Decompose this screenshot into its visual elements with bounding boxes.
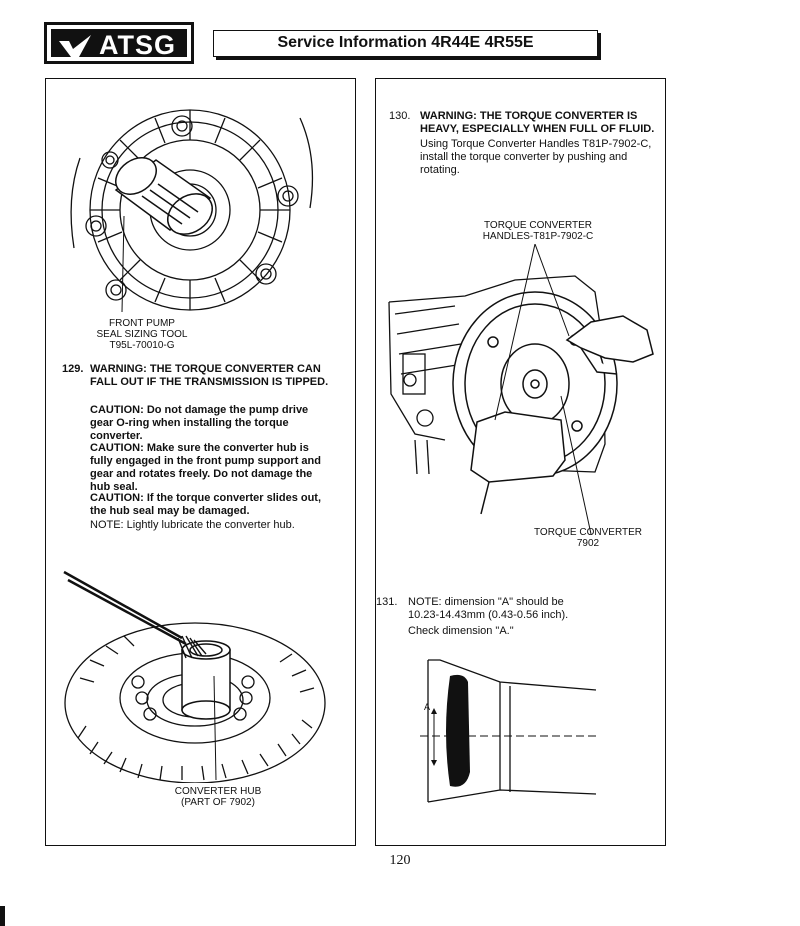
torque-converter-install-illustration — [388, 244, 654, 534]
caption-line: CONVERTER HUB — [174, 786, 262, 797]
caption-line: TORQUE CONVERTER — [484, 220, 592, 231]
caption-line: 7902 — [576, 538, 600, 549]
step-130-text: Using Torque Converter Handles T81P-7902… — [420, 138, 652, 176]
right-panel — [375, 78, 666, 846]
caption-line: TORQUE CONVERTER — [534, 527, 642, 538]
converter-hub-illustration — [63, 570, 326, 783]
step-129-note: NOTE: Lightly lubricate the converter hu… — [90, 519, 295, 531]
fig3-bottom-label: TORQUE CONVERTER 7902 — [528, 527, 648, 549]
left-panel — [45, 78, 356, 846]
fig1-caption: FRONT PUMP SEAL SIZING TOOL T95L-70010-G — [82, 318, 202, 351]
front-pump-illustration — [70, 109, 314, 313]
step-130-number: 130. — [389, 110, 411, 122]
step-129-warning: WARNING: THE TORQUE CONVERTER CAN FALL O… — [90, 363, 329, 388]
page-title: Service Information 4R44E 4R55E — [277, 34, 534, 51]
check-mark-icon — [59, 35, 91, 57]
caption-line: HANDLES-T81P-7902-C — [482, 231, 594, 242]
step-131-text: Check dimension "A." — [408, 625, 514, 637]
dimension-a-illustration: A — [420, 659, 600, 803]
step-129-caution-3: CAUTION: If the torque converter slides … — [90, 492, 322, 517]
fig3-top-label: TORQUE CONVERTER HANDLES-T81P-7902-C — [468, 220, 608, 242]
scan-edge-mark — [0, 906, 5, 926]
step-130-warning: WARNING: THE TORQUE CONVERTER IS HEAVY, … — [420, 110, 655, 135]
fig2-caption: CONVERTER HUB (PART OF 7902) — [158, 786, 278, 808]
caption-line: T95L-70010-G — [109, 340, 175, 351]
logo-text: ATSG — [99, 30, 176, 60]
step-131-note: NOTE: dimension "A" should be 10.23-14.4… — [408, 596, 569, 621]
atsg-logo: ATSG — [44, 22, 194, 64]
caption-line: SEAL SIZING TOOL — [96, 329, 188, 340]
page-number: 120 — [389, 853, 411, 868]
step-129-caution-1: CAUTION: Do not damage the pump drive ge… — [90, 404, 309, 442]
step-131-number: 131. — [376, 596, 398, 608]
caption-line: FRONT PUMP — [109, 318, 175, 329]
step-129-caution-2: CAUTION: Make sure the converter hub is … — [90, 442, 321, 493]
dimension-a-label: A — [424, 702, 430, 712]
header-banner: Service Information 4R44E 4R55E — [213, 30, 598, 57]
step-129-number: 129. — [62, 363, 84, 375]
caption-line: (PART OF 7902) — [181, 797, 255, 808]
